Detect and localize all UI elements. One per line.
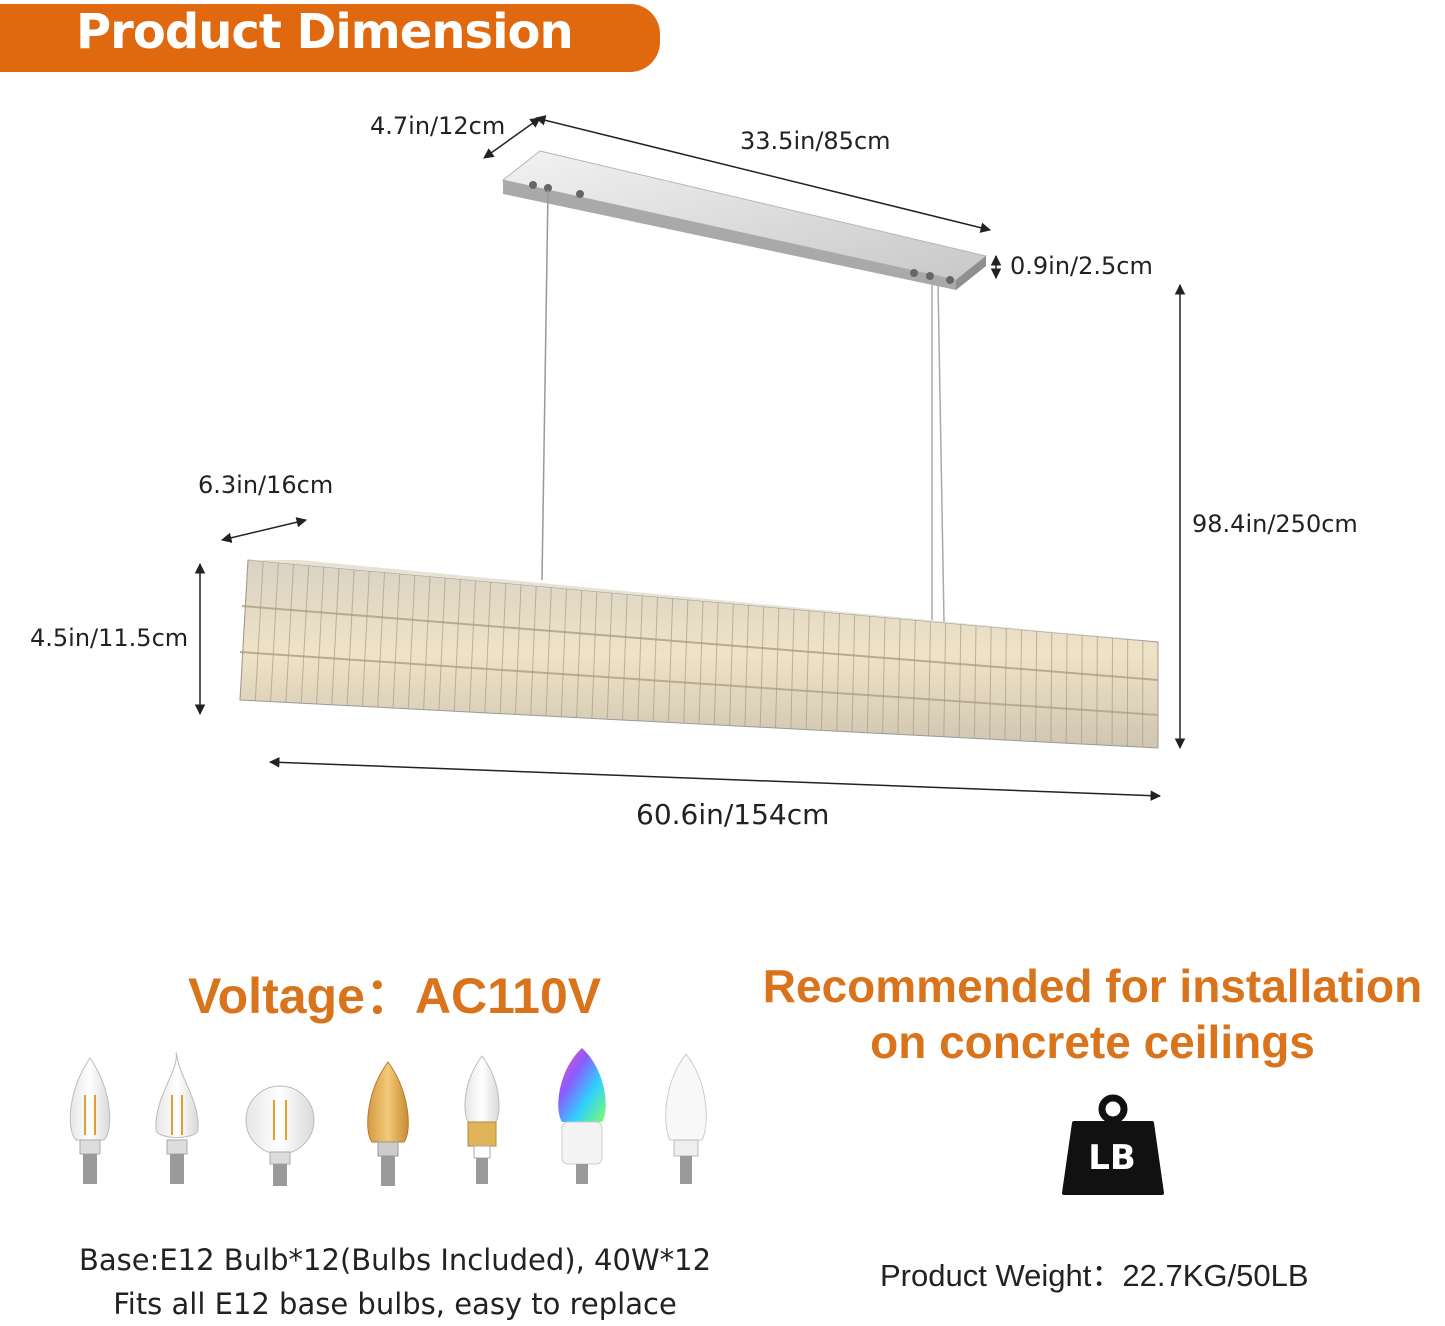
bulb-smart-rgb-icon bbox=[558, 1048, 605, 1184]
body-depth-label: 6.3in/16cm bbox=[198, 471, 333, 499]
bulb-flame-tip-icon bbox=[156, 1052, 198, 1184]
canopy-length-label: 33.5in/85cm bbox=[740, 127, 891, 155]
canopy-height-label: 0.9in/2.5cm bbox=[1010, 252, 1153, 280]
body-height-label: 4.5in/11.5cm bbox=[30, 624, 188, 652]
bulb-globe-icon bbox=[246, 1086, 314, 1186]
bulb-base-info: Base:E12 Bulb*12(Bulbs Included), 40W*12… bbox=[40, 1238, 750, 1326]
base-line-1: Base:E12 Bulb*12(Bulbs Included), 40W*12 bbox=[40, 1238, 750, 1282]
compatible-bulbs bbox=[50, 1040, 730, 1200]
weight-icon-label: LB bbox=[1068, 1138, 1156, 1178]
overall-height-label: 98.4in/250cm bbox=[1192, 510, 1358, 538]
installation-recommendation: Recommended for installation on concrete… bbox=[740, 958, 1445, 1070]
body-length-label: 60.6in/154cm bbox=[636, 798, 829, 831]
chandelier-dimension-diagram bbox=[0, 80, 1445, 840]
page-title: Product Dimension bbox=[76, 4, 573, 60]
canopy bbox=[503, 151, 986, 290]
bulb-amber-candle-icon bbox=[368, 1062, 409, 1186]
bulb-led-corn-icon bbox=[465, 1056, 499, 1184]
base-line-2: Fits all E12 base bulbs, easy to replace bbox=[40, 1282, 750, 1326]
bulb-candle-clear-icon bbox=[70, 1058, 110, 1184]
voltage-text: Voltage：AC110V bbox=[188, 956, 601, 1028]
crystal-facet-line bbox=[1082, 635, 1083, 744]
bulb-white-candle-icon bbox=[666, 1054, 707, 1184]
crystal-body bbox=[240, 560, 1158, 748]
recommendation-line-2: on concrete ceilings bbox=[740, 1014, 1445, 1070]
crystal-facet-line bbox=[1097, 637, 1098, 745]
recommendation-line-1: Recommended for installation bbox=[740, 958, 1445, 1014]
product-weight: Product Weight：22.7KG/50LB bbox=[880, 1250, 1309, 1295]
canopy-depth-label: 4.7in/12cm bbox=[370, 112, 505, 140]
